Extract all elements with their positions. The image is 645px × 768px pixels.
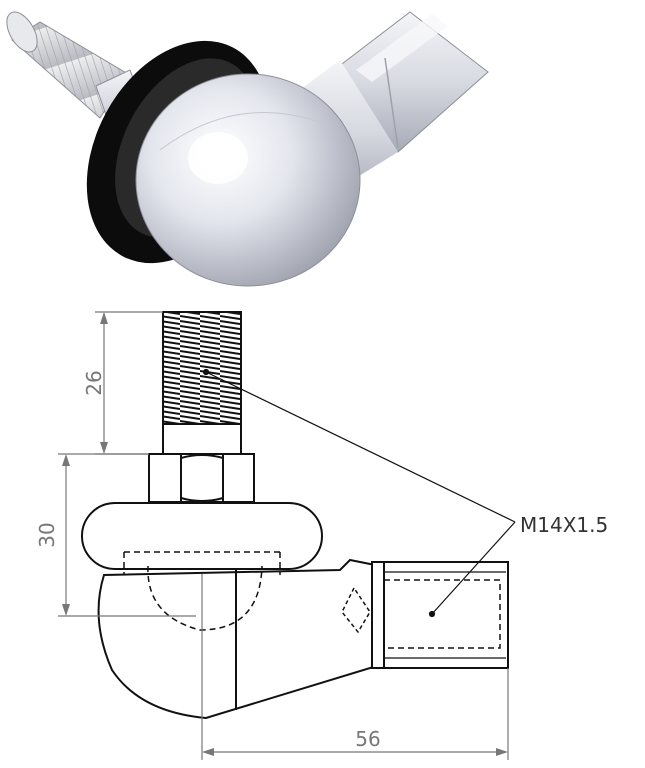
drawing-hex-nut — [148, 453, 255, 503]
technical-drawing — [81, 311, 509, 720]
drawing-ring — [81, 502, 323, 570]
render-ball-body — [135, 73, 361, 287]
drawing-socket-end — [371, 561, 509, 669]
dim-body-height — [58, 453, 196, 617]
overall-length-label: 56 — [355, 727, 380, 751]
callout-leaders — [202, 368, 516, 618]
dim-stud-length — [95, 311, 163, 455]
stud-length-label: 26 — [82, 370, 106, 395]
render-3d — [6, 11, 489, 287]
body-height-label: 30 — [35, 522, 59, 547]
dimensions — [58, 311, 509, 760]
drawing-threaded-stud — [162, 311, 242, 455]
drawing-body — [97, 551, 381, 720]
thread-spec-label: M14X1.5 — [520, 513, 608, 537]
dim-overall-length — [201, 574, 509, 760]
